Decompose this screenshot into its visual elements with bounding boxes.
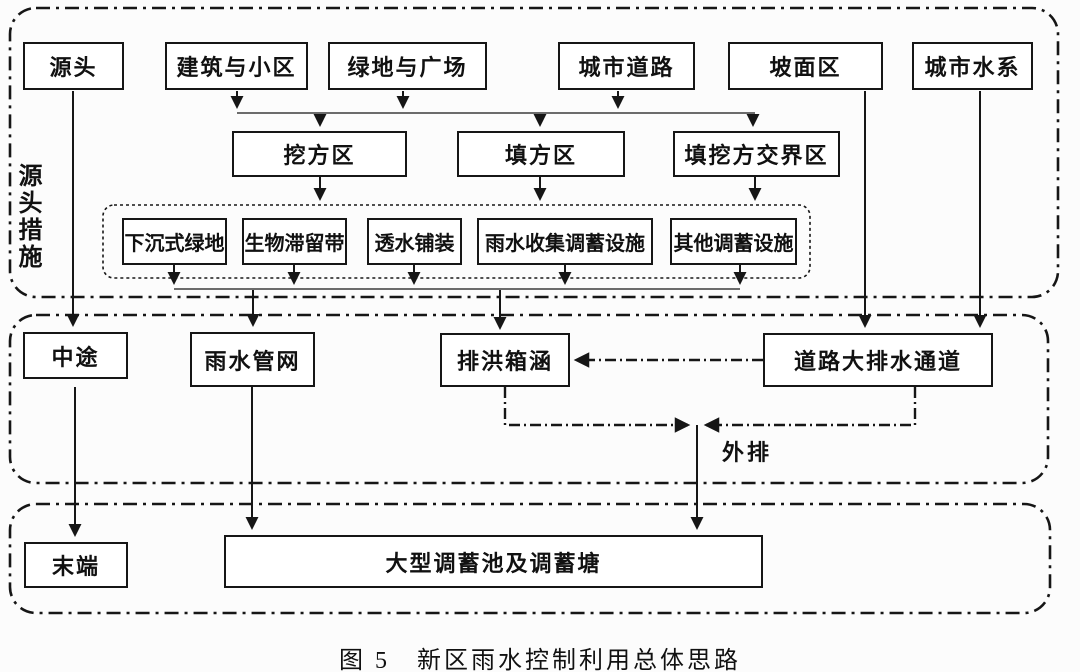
figure-caption: 图 5 新区雨水控制利用总体思路 [339,648,741,672]
node-fill-label: 填方区 [504,143,577,168]
source-measures-stage-label: 源头措施 [14,163,40,271]
node-source-label: 源头 [49,55,98,80]
node-buildings-label: 建筑与小区 [176,55,297,80]
node-permeable-paving: 透水铺装 [367,218,462,265]
node-terminal-label: 末端 [51,554,100,579]
node-midway-label: 中途 [51,344,100,370]
node-midway: 中途 [23,332,128,379]
node-other-storage-label: 其他调蓄设施 [673,233,794,255]
container-terminal-border [8,502,1052,615]
node-green-plaza: 绿地与广场 [328,42,487,90]
node-terminal: 末端 [24,542,128,588]
node-large-storage: 大型调蓄池及调蓄塘 [224,535,763,588]
node-green-plaza-label: 绿地与广场 [347,55,468,80]
node-fill-area: 填方区 [457,131,625,177]
node-urban-roads-label: 城市道路 [578,55,675,80]
node-urban-roads: 城市道路 [558,42,695,90]
node-urban-water-label: 城市水系 [924,55,1021,80]
node-rain-collect-label: 雨水收集调蓄设施 [485,233,645,255]
node-fill-excavation-junction: 填挖方交界区 [673,131,840,177]
node-excavation-area: 挖方区 [232,131,407,177]
node-pipe-network-label: 雨水管网 [204,348,301,374]
node-culvert-label: 排洪箱涵 [456,349,553,374]
node-road-major-drainage: 道路大排水通道 [763,333,993,387]
node-bioretention-label: 生物滞留带 [244,233,345,255]
node-urban-water: 城市水系 [912,42,1033,90]
node-sunken-green: 下沉式绿地 [122,218,227,265]
facilities-group-border [102,204,811,279]
container-midway-border [8,313,1050,485]
node-large-storage-label: 大型调蓄池及调蓄塘 [385,550,602,576]
arrow-culvert-to-outflow [503,387,691,433]
arrow-roaddrainage-to-outflow [703,387,917,433]
node-slope-area-label: 坡面区 [769,55,842,80]
node-rain-pipe-network: 雨水管网 [190,332,315,387]
node-buildings: 建筑与小区 [165,42,308,90]
node-rain-collect-storage: 雨水收集调蓄设施 [477,218,653,265]
container-source-measures-border [8,6,1060,299]
node-flood-box-culvert: 排洪箱涵 [440,333,570,387]
node-sunken-green-label: 下沉式绿地 [124,233,225,255]
node-other-storage: 其他调蓄设施 [670,218,797,265]
node-excavation-label: 挖方区 [283,143,356,168]
node-road-drainage-label: 道路大排水通道 [793,349,962,374]
node-slope-area: 坡面区 [728,42,883,90]
node-source: 源头 [23,42,124,90]
node-junction-label: 填挖方交界区 [684,143,829,168]
node-bioretention: 生物滞留带 [242,218,347,265]
node-permeable-label: 透水铺装 [374,233,455,255]
outflow-label: 外排 [722,440,773,465]
